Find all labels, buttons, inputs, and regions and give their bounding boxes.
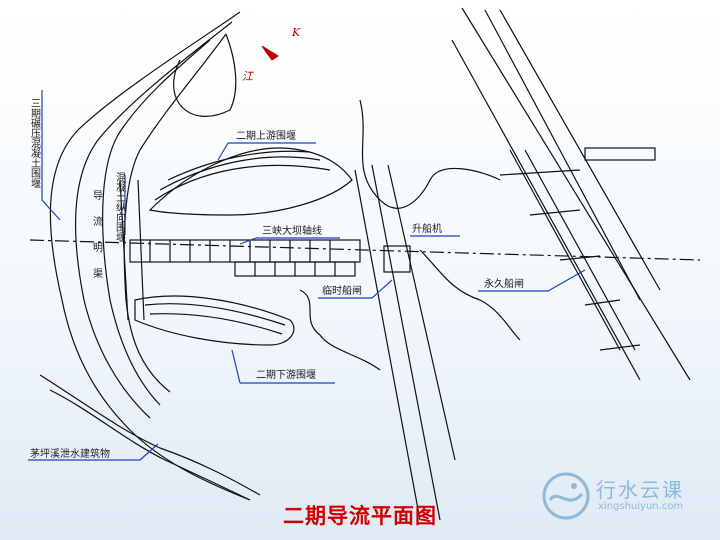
temp-lock-leader xyxy=(318,279,393,299)
temp-lock-walls xyxy=(354,164,456,521)
dam-axis-blocks xyxy=(129,239,361,263)
downstream-cofferdam-outline xyxy=(134,295,295,346)
lock-head-block xyxy=(584,147,656,161)
temp-lock-label: 临时船闸 xyxy=(322,284,362,297)
permanent-lock-lane1 xyxy=(484,9,661,301)
mountain-contour3 xyxy=(419,249,521,341)
upstream-cofferdam-band3 xyxy=(167,150,311,181)
upstream-cofferdam-outline xyxy=(148,147,353,216)
channel-wall-right xyxy=(123,33,227,393)
concrete-long-wall-label: 混凝土纵向围堰 xyxy=(114,172,126,242)
dam-axis-label: 三峡大坝轴线 xyxy=(262,224,322,237)
channel-label: 导流明渠 xyxy=(91,190,103,294)
logo-text-cn: 行水云课 xyxy=(596,478,684,502)
channel-wall-left xyxy=(102,39,211,406)
island-edge xyxy=(173,33,237,117)
maoping-label: 茅坪溪泄水建筑物 xyxy=(30,447,110,460)
downstream-cofferdam-band1 xyxy=(144,303,286,326)
maoping-leader xyxy=(28,443,159,461)
downstream-cofferdam-leader xyxy=(231,349,335,384)
dam-axis-leader xyxy=(239,237,340,245)
brand-logo: 行水云课 xingshuiyun.com xyxy=(540,468,715,524)
third-phase-cofferdam-label: 三期碾压混凝土围堰 xyxy=(29,98,41,188)
upstream-cofferdam-band2 xyxy=(159,156,321,191)
upstream-cofferdam-band1 xyxy=(154,164,331,201)
mountain-contour2 xyxy=(299,289,381,371)
maoping-channel xyxy=(39,374,261,496)
mountain-contour1 xyxy=(359,99,501,209)
permanent-lock-outer1 xyxy=(461,7,691,381)
upstream-cofferdam-label: 二期上游围堰 xyxy=(236,129,296,142)
lock-cross-walls xyxy=(499,169,641,351)
downstream-cofferdam-label: 二期下游围堰 xyxy=(256,368,316,381)
permanent-lock-label: 永久船闸 xyxy=(484,277,524,290)
downstream-cofferdam-band2 xyxy=(149,313,283,335)
left-bank-outer xyxy=(49,11,251,501)
diagram-title: 二期导流平面图 xyxy=(283,504,437,528)
ship-lift-block xyxy=(383,245,411,273)
longitudinal-wall xyxy=(119,179,145,321)
permanent-lock-leader xyxy=(478,269,586,292)
flow-arrow-icon xyxy=(261,45,279,61)
permanent-lock-lane2 xyxy=(509,149,636,351)
left-bank-inner xyxy=(75,21,233,419)
permanent-lock-outer2 xyxy=(451,39,641,381)
logo-text-en: xingshuiyun.com xyxy=(598,501,684,512)
wave-logo-icon xyxy=(542,472,590,520)
dam-block-ticks xyxy=(149,240,331,262)
maoping-channel-2 xyxy=(49,389,251,501)
river-letter-k: K xyxy=(291,26,301,39)
upstream-cofferdam-leader xyxy=(217,142,316,161)
third-phase-leader xyxy=(41,90,61,221)
powerhouse-ticks xyxy=(254,262,336,276)
river-letter-jiang: 江 xyxy=(242,70,254,83)
ship-lift-label: 升船机 xyxy=(412,222,442,235)
